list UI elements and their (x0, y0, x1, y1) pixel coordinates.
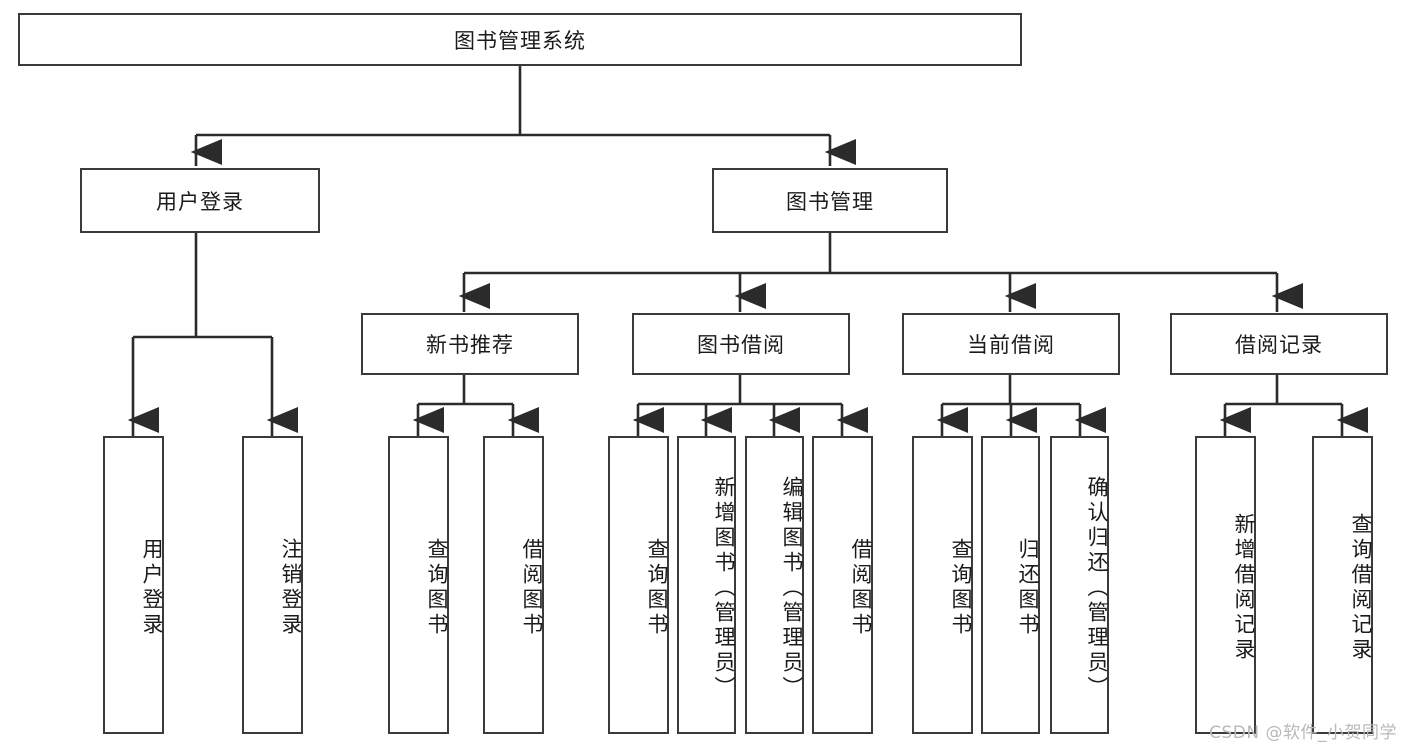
leaf-query-book-2-label: 查询图书 (645, 538, 669, 638)
leaf-edit-book-label: 编辑图书（管理员） (780, 475, 804, 701)
leaf-query-book-3[interactable]: 查询图书 (912, 436, 973, 734)
node-book-manage[interactable]: 图书管理 (712, 168, 948, 233)
node-current-borrow[interactable]: 当前借阅 (902, 313, 1120, 375)
node-borrow-record[interactable]: 借阅记录 (1170, 313, 1388, 375)
node-book-manage-label: 图书管理 (786, 189, 874, 214)
leaf-query-book-1-label: 查询图书 (425, 538, 449, 638)
leaf-add-record-label: 新增借阅记录 (1232, 513, 1256, 663)
leaf-add-book[interactable]: 新增图书（管理员） (677, 436, 736, 734)
leaf-add-book-label: 新增图书（管理员） (712, 475, 736, 701)
leaf-user-login-label: 用户登录 (140, 538, 164, 638)
node-borrow-record-label: 借阅记录 (1235, 333, 1323, 357)
node-book-borrow[interactable]: 图书借阅 (632, 313, 850, 375)
node-user-login[interactable]: 用户登录 (80, 168, 320, 233)
leaf-query-book-3-label: 查询图书 (949, 538, 973, 638)
leaf-return-book-label: 归还图书 (1016, 538, 1040, 638)
leaf-query-book-2[interactable]: 查询图书 (608, 436, 669, 734)
leaf-borrow-book-2-label: 借阅图书 (849, 538, 873, 638)
leaf-query-record[interactable]: 查询借阅记录 (1312, 436, 1373, 734)
leaf-return-book[interactable]: 归还图书 (981, 436, 1040, 734)
node-new-book-recommend-label: 新书推荐 (426, 333, 514, 357)
node-new-book-recommend[interactable]: 新书推荐 (361, 313, 579, 375)
leaf-borrow-book-1-label: 借阅图书 (520, 538, 544, 638)
leaf-confirm-return[interactable]: 确认归还（管理员） (1050, 436, 1109, 734)
leaf-borrow-book-2[interactable]: 借阅图书 (812, 436, 873, 734)
node-root-label: 图书管理系统 (454, 28, 586, 53)
leaf-user-login[interactable]: 用户登录 (103, 436, 164, 734)
node-current-borrow-label: 当前借阅 (967, 333, 1055, 357)
leaf-borrow-book-1[interactable]: 借阅图书 (483, 436, 544, 734)
leaf-logout-login[interactable]: 注销登录 (242, 436, 303, 734)
csdn-watermark: CSDN @软件_小贺同学 (1209, 723, 1397, 743)
leaf-add-record[interactable]: 新增借阅记录 (1195, 436, 1256, 734)
leaf-confirm-return-label: 确认归还（管理员） (1085, 475, 1109, 701)
leaf-query-record-label: 查询借阅记录 (1349, 513, 1373, 663)
leaf-query-book-1[interactable]: 查询图书 (388, 436, 449, 734)
node-book-borrow-label: 图书借阅 (697, 333, 785, 357)
node-root[interactable]: 图书管理系统 (18, 13, 1022, 66)
leaf-edit-book[interactable]: 编辑图书（管理员） (745, 436, 804, 734)
node-user-login-label: 用户登录 (156, 189, 244, 214)
leaf-logout-login-label: 注销登录 (279, 538, 303, 638)
